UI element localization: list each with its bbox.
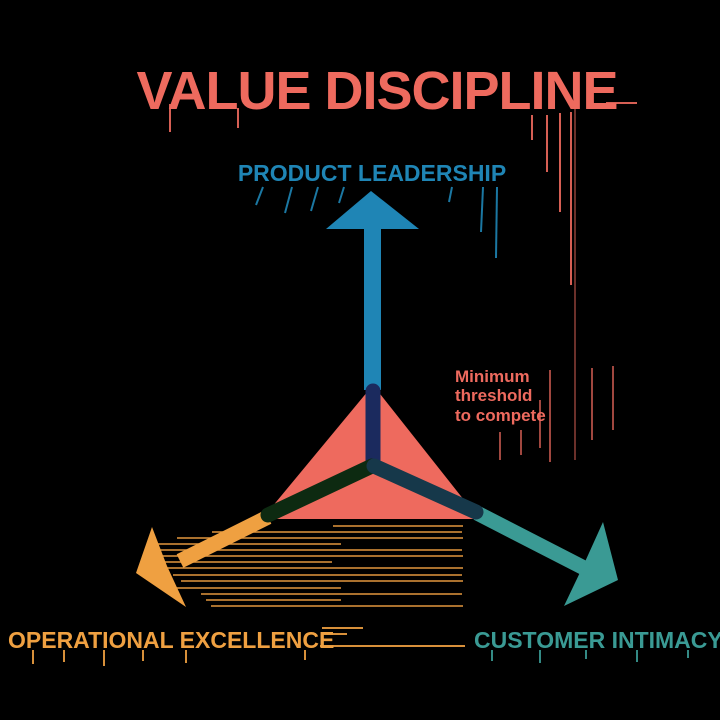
down-left-arrowhead — [136, 527, 186, 607]
dark-teal-spoke — [366, 458, 484, 520]
up-arrow-head — [326, 191, 419, 229]
up-arrow-shaft — [364, 226, 381, 390]
drip-line — [480, 186, 484, 233]
teal-drip-lines — [491, 650, 689, 663]
down-right-arrow-shaft — [473, 506, 592, 577]
down-right-arrowhead — [564, 522, 618, 606]
customer-intimacy-label: CUSTOMER INTIMACY — [474, 627, 720, 653]
down-left-arrow-shaft — [176, 510, 272, 568]
operational-excellence-label: OPERATIONAL EXCELLENCE — [8, 627, 334, 653]
annotation-line-1: Minimum — [455, 367, 530, 386]
drip-line — [255, 186, 264, 206]
drip-line — [495, 186, 498, 259]
operational-excellence-arrow — [176, 510, 272, 568]
customer-intimacy-arrow — [473, 506, 592, 577]
dark-green-spoke — [260, 458, 380, 523]
minimum-threshold-annotation: Minimum threshold to compete — [455, 367, 546, 425]
salmon-drip-lines — [169, 102, 637, 462]
blue-drip-lines — [255, 186, 498, 259]
orange-drip-lines — [32, 627, 465, 666]
drip-line — [284, 186, 293, 214]
diagram-title: VALUE DISCIPLINE — [136, 61, 617, 121]
annotation-line-3: to compete — [455, 406, 546, 425]
product-leadership-label: PRODUCT LEADERSHIP — [238, 160, 506, 186]
drip-line — [338, 186, 345, 204]
drip-line — [448, 186, 453, 203]
product-leadership-arrow — [326, 191, 419, 390]
drip-line — [310, 186, 319, 212]
annotation-line-2: threshold — [455, 386, 532, 405]
